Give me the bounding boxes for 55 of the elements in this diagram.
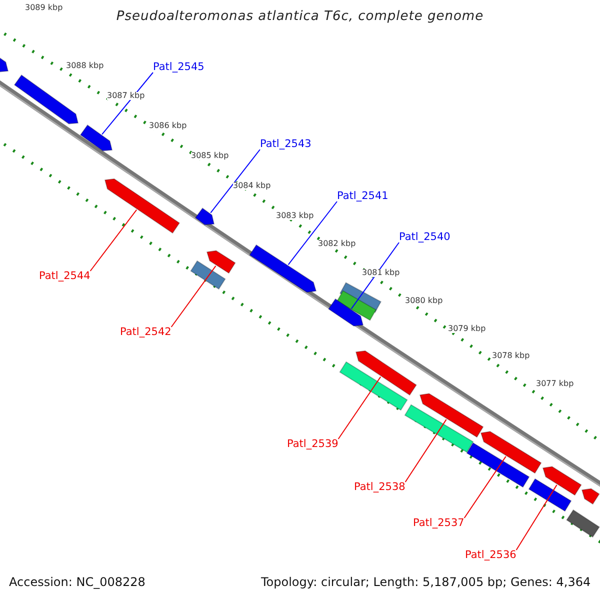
leader-line <box>404 418 447 482</box>
gene-block <box>355 350 417 396</box>
leader-line <box>102 72 154 135</box>
gene-block <box>206 250 236 274</box>
gene-block <box>419 393 484 438</box>
gene-label: Patl_2540 <box>399 232 450 242</box>
gene-block <box>328 298 364 327</box>
gene-block <box>194 208 215 226</box>
scale-label: 3082 kbp <box>318 240 356 248</box>
footer-text: Topology: circular; Length: 5,187,005 bp; Genes: 4,364 <box>261 576 591 588</box>
gene-label: Patl_2538 <box>354 482 406 492</box>
gene-block <box>566 509 600 538</box>
gene-block <box>339 361 408 411</box>
scale-label: 3089 kbp <box>25 4 63 12</box>
gene-block <box>14 74 79 124</box>
gene-block <box>404 404 474 453</box>
leader-line <box>338 376 382 440</box>
gene-block <box>466 442 530 488</box>
scale-label: 3086 kbp <box>149 122 187 130</box>
leader-line <box>90 209 138 272</box>
gene-label: Patl_2536 <box>465 550 516 560</box>
gene-label: Patl_2537 <box>413 518 464 528</box>
scale-label: 3080 kbp <box>405 297 443 305</box>
gene-block <box>542 466 582 496</box>
gene-block <box>336 290 377 321</box>
scale-label: 3084 kbp <box>233 182 271 190</box>
scale-label: 3087 kbp <box>107 92 145 100</box>
gene-label: Patl_2545 <box>153 62 204 72</box>
leader-line <box>464 456 506 518</box>
footer-text: Accession: NC_008228 <box>9 576 146 588</box>
gene-block <box>249 244 317 293</box>
leader-line <box>210 149 260 214</box>
scale-label: 3079 kbp <box>448 325 486 333</box>
gene-label: Patl_2542 <box>120 327 172 338</box>
scale-label: 3088 kbp <box>66 62 104 70</box>
title: Pseudoalteromonas atlantica T6c, complete genome <box>115 10 485 23</box>
scale-label: 3083 kbp <box>276 212 314 220</box>
gene-block <box>528 478 572 512</box>
gene-block <box>104 178 180 234</box>
gene-block <box>581 488 600 505</box>
leader-line <box>350 242 400 310</box>
gene-label: Patl_2543 <box>260 139 312 150</box>
gene-label: Patl_2544 <box>39 271 90 282</box>
scale-label: 3081 kbp <box>362 269 400 277</box>
scale-label: 3085 kbp <box>191 152 229 160</box>
leader-line <box>516 484 558 550</box>
scale-label: 3078 kbp <box>492 352 530 360</box>
scale-label: 3077 kbp <box>536 380 574 388</box>
leader-line <box>170 265 216 328</box>
gene-block <box>80 124 113 152</box>
gene-label: Patl_2541 <box>337 191 388 202</box>
leader-line <box>288 201 338 266</box>
gene-block <box>480 430 542 474</box>
gene-label: Patl_2539 <box>287 439 338 450</box>
gene-block <box>190 260 226 290</box>
